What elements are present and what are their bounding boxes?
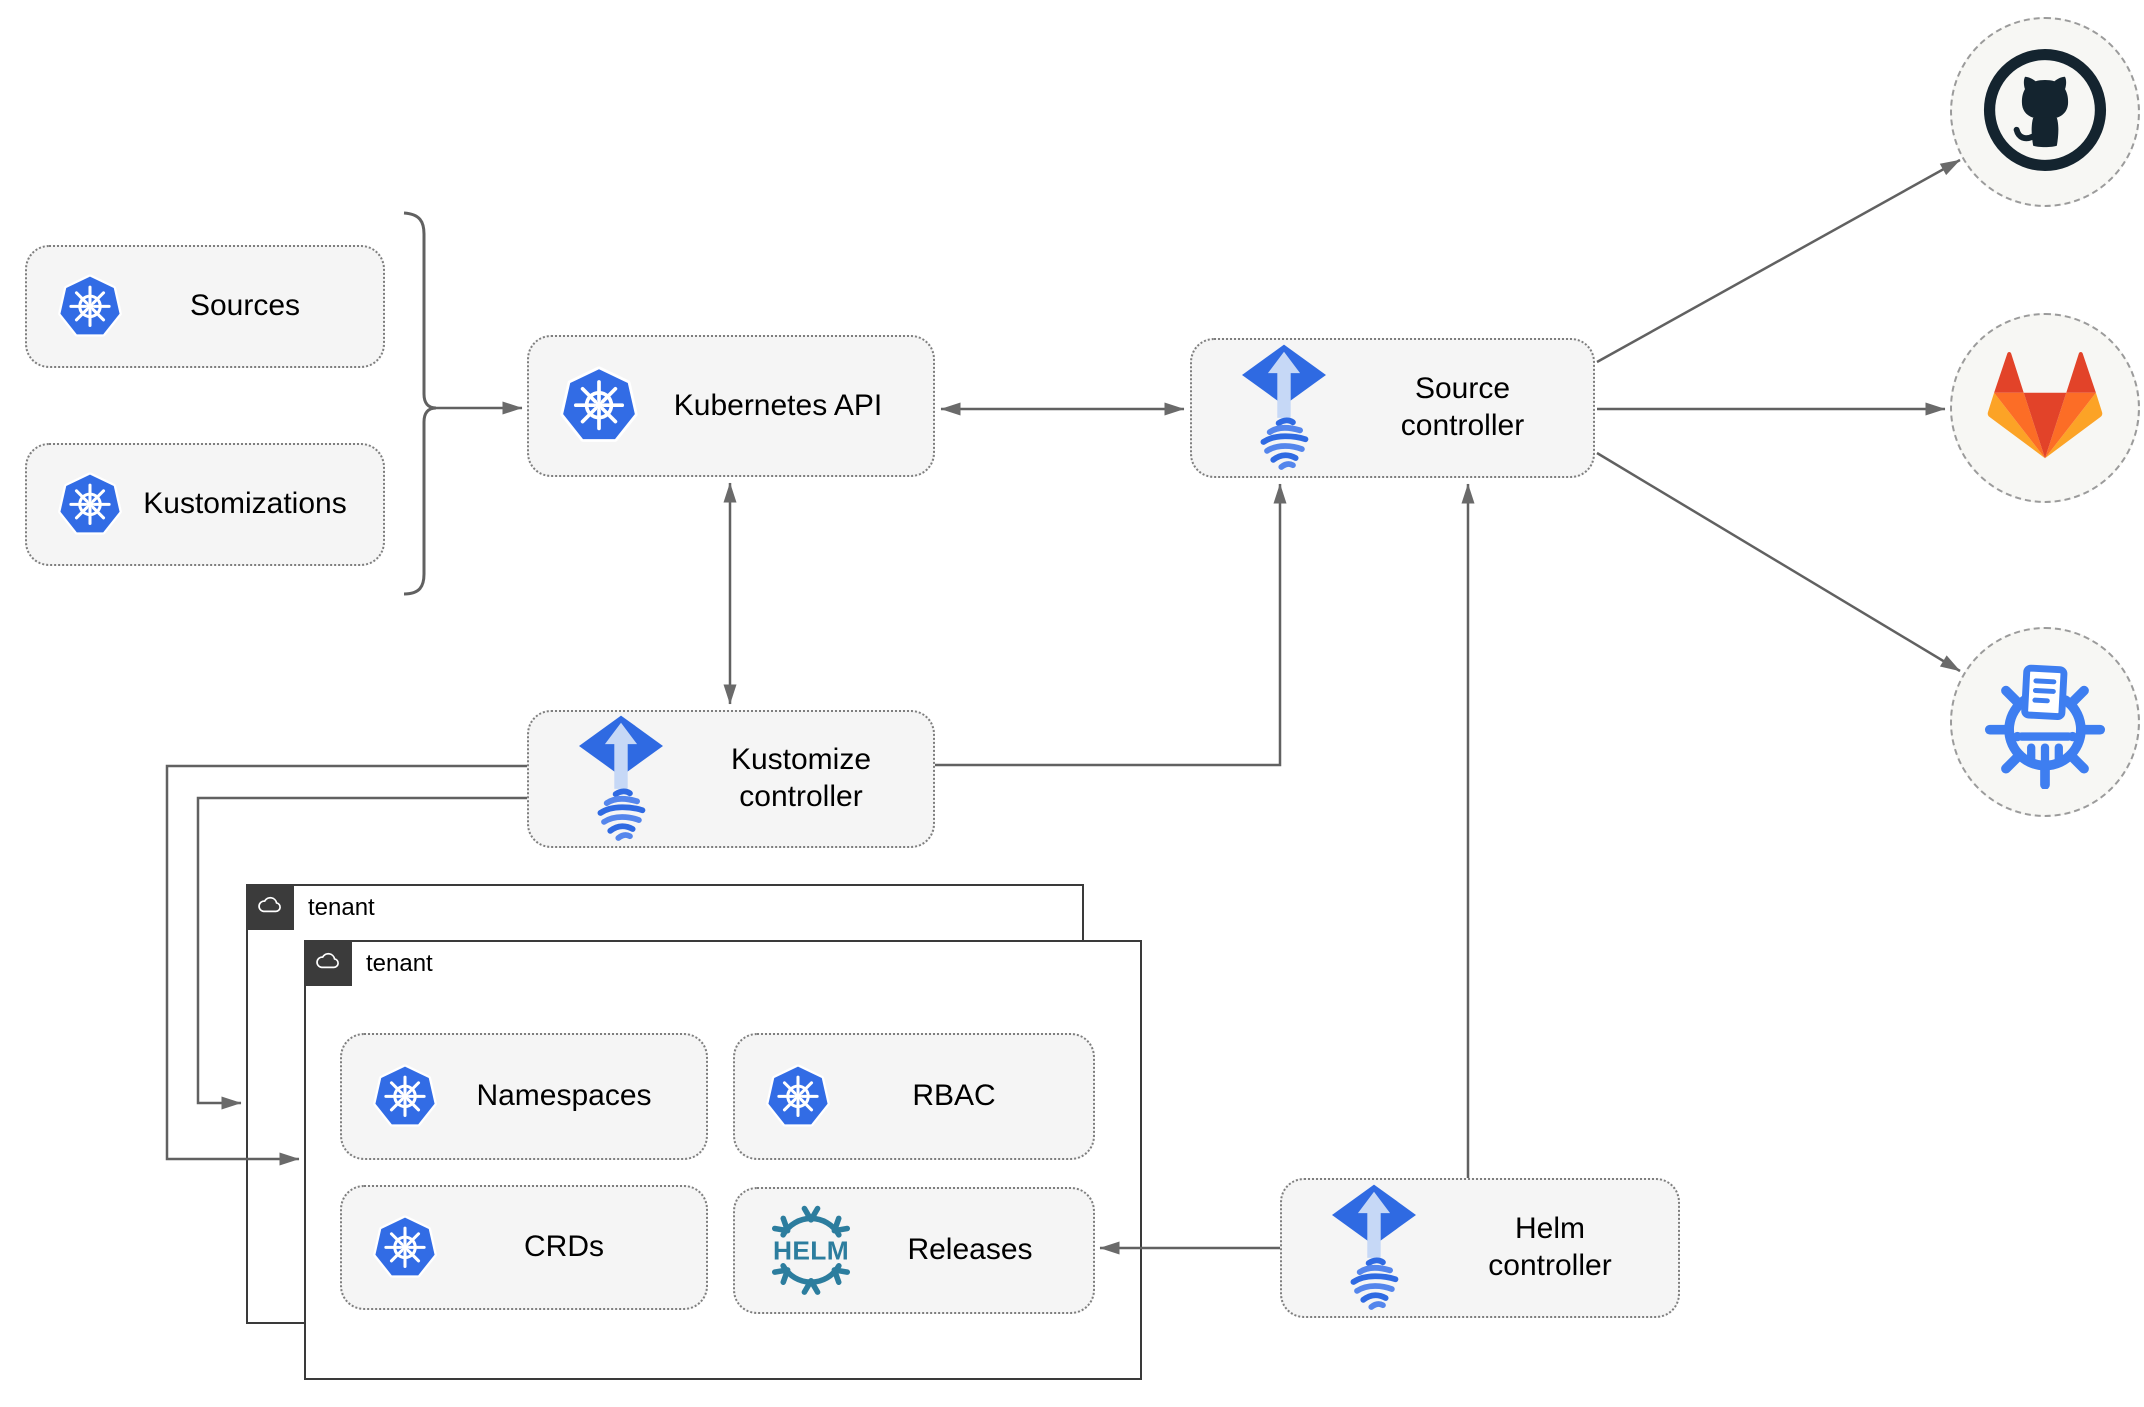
edge-source-to-github <box>1596 158 1961 364</box>
tenant-inner-container: tenant <box>303 939 1142 1380</box>
chart-repository-museum-icon <box>1976 651 2114 794</box>
flux-icon <box>1236 341 1332 475</box>
tenant-tab <box>303 939 352 986</box>
gitlab-remote <box>1950 313 2140 503</box>
brace-sources-kustomizations <box>403 211 437 596</box>
sources-node: Sources <box>25 245 385 368</box>
helm-controller-node: Helm controller <box>1280 1178 1680 1318</box>
tenant-inner-label: tenant <box>366 950 433 977</box>
source-controller-node: Source controller <box>1190 338 1595 478</box>
crds-node: CRDs <box>340 1185 708 1310</box>
kubernetes-icon <box>372 1064 438 1130</box>
helm-controller-label: Helm controller <box>1488 1212 1612 1282</box>
sources-label: Sources <box>189 289 301 323</box>
kustomize-controller-node: Kustomize controller <box>527 710 935 848</box>
edge-kustomize-to-source-controller <box>935 483 1287 767</box>
flux-icon <box>1326 1181 1422 1315</box>
rbac-label: RBAC <box>912 1079 996 1113</box>
releases-label: Releases <box>907 1233 1033 1267</box>
edge-source-to-chart-repository <box>1596 451 1961 673</box>
cloud-icon <box>256 895 284 919</box>
releases-node: HELM Releases <box>733 1187 1095 1314</box>
rbac-node: RBAC <box>733 1033 1095 1160</box>
namespaces-label: Namespaces <box>476 1079 652 1113</box>
kustomizations-node: Kustomizations <box>25 443 385 566</box>
github-remote <box>1950 17 2140 207</box>
kubernetes-icon <box>57 274 123 340</box>
flux-icon <box>573 712 669 846</box>
github-octocat-icon <box>1979 44 2111 181</box>
source-controller-label: Source controller <box>1400 372 1525 442</box>
cloud-icon <box>314 951 342 975</box>
kubernetes-icon <box>57 472 123 538</box>
kubernetes-icon <box>765 1064 831 1130</box>
helm-logo-text: HELM <box>773 1235 849 1265</box>
kustomizations-label: Kustomizations <box>143 487 347 521</box>
chart-repository-remote <box>1950 627 2140 817</box>
kubernetes-api-node: Kubernetes API <box>527 335 935 477</box>
tenant-tab <box>245 883 294 930</box>
kustomize-controller-label: Kustomize controller <box>730 743 872 813</box>
namespaces-node: Namespaces <box>340 1033 708 1160</box>
helm-logo-icon: HELM <box>759 1205 863 1297</box>
tenant-outer-label: tenant <box>308 894 375 921</box>
gitlab-tanuki-icon <box>1982 348 2108 469</box>
kubernetes-api-label: Kubernetes API <box>673 388 883 422</box>
kubernetes-icon <box>559 366 639 446</box>
crds-label: CRDs <box>524 1230 604 1264</box>
kubernetes-icon <box>372 1215 438 1281</box>
